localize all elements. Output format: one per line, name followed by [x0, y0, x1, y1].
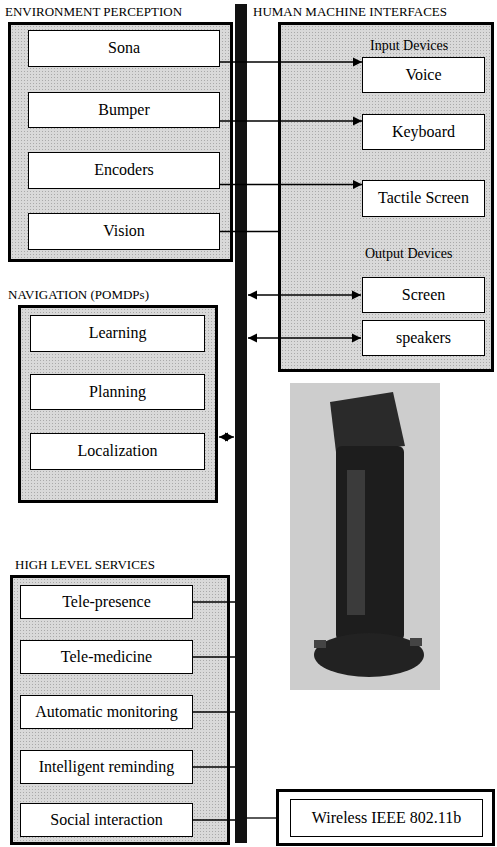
robot-handle	[314, 640, 326, 648]
group-box: NAVIGATION (POMDPs)LearningPlanningLocal…	[18, 305, 218, 503]
group-box: ENVIRONMENT PERCEPTIONSonaBumperEncoders…	[8, 22, 233, 262]
component-box: Bumper	[28, 92, 220, 128]
bus-link	[247, 817, 276, 818]
component-box: speakers	[362, 320, 485, 356]
box-label: Planning	[89, 383, 146, 401]
robot-photo	[290, 383, 440, 690]
component-box: Screen	[362, 277, 485, 313]
robot-panel	[347, 470, 365, 615]
wireless-frame	[278, 791, 494, 845]
component-box: Vision	[28, 213, 220, 250]
component-box: Encoders	[28, 152, 220, 189]
group-heading: HIGH LEVEL SERVICES	[15, 558, 155, 572]
bus-link	[248, 294, 361, 295]
group-label: Output Devices	[365, 246, 452, 261]
connector-arrow	[220, 231, 278, 232]
box-label: Screen	[402, 286, 446, 304]
component-box: Learning	[30, 315, 205, 352]
component-box: Sona	[28, 30, 220, 67]
box-label: Tele-medicine	[61, 648, 152, 666]
box-label: Automatic monitoring	[35, 703, 178, 721]
box-label: Social interaction	[50, 811, 162, 829]
system-bus	[235, 4, 247, 843]
group-heading: HUMAN MACHINE INTERFACES	[253, 5, 447, 19]
box-label: Voice	[405, 66, 441, 84]
photo-ground	[290, 383, 440, 690]
group-label: Input Devices	[370, 38, 448, 53]
box-label: Tactile Screen	[378, 189, 469, 207]
component-box: Automatic monitoring	[20, 695, 193, 729]
box-label: Learning	[89, 324, 147, 342]
component-box: Planning	[30, 374, 205, 410]
robot-handle	[410, 638, 422, 646]
component-box: Voice	[362, 57, 485, 93]
component-box: Keyboard	[362, 114, 485, 150]
component-box: Tactile Screen	[362, 180, 485, 217]
connector-arrow	[220, 184, 362, 185]
component-box: Wireless IEEE 802.11b	[290, 799, 483, 837]
bus-link	[219, 436, 234, 437]
robot-head	[330, 392, 405, 452]
box-label: speakers	[396, 329, 451, 347]
group-heading: ENVIRONMENT PERCEPTION	[5, 5, 182, 19]
connector-arrow	[220, 120, 362, 121]
robot-base	[314, 633, 424, 677]
group-heading: NAVIGATION (POMDPs)	[8, 288, 149, 302]
component-box: Tele-medicine	[20, 640, 193, 674]
box-label: Vision	[103, 222, 145, 240]
group-box: HIGH LEVEL SERVICESTele-presenceTele-med…	[10, 575, 230, 845]
box-label: Keyboard	[392, 123, 455, 141]
box-label: Localization	[78, 442, 158, 460]
component-box: Tele-presence	[20, 585, 193, 619]
box-label: Sona	[108, 39, 140, 57]
box-label: Wireless IEEE 802.11b	[312, 809, 461, 827]
group-box: HUMAN MACHINE INTERFACESInput DevicesOut…	[278, 22, 494, 372]
component-box: Intelligent reminding	[20, 750, 193, 784]
box-label: Tele-presence	[62, 593, 151, 611]
component-box: Social interaction	[20, 803, 193, 837]
bus-link	[248, 337, 361, 338]
connector-arrow	[220, 61, 362, 62]
box-label: Encoders	[94, 161, 154, 179]
box-label: Intelligent reminding	[39, 758, 175, 776]
robot-body	[336, 446, 404, 641]
box-label: Bumper	[98, 101, 150, 119]
component-box: Localization	[30, 433, 205, 470]
